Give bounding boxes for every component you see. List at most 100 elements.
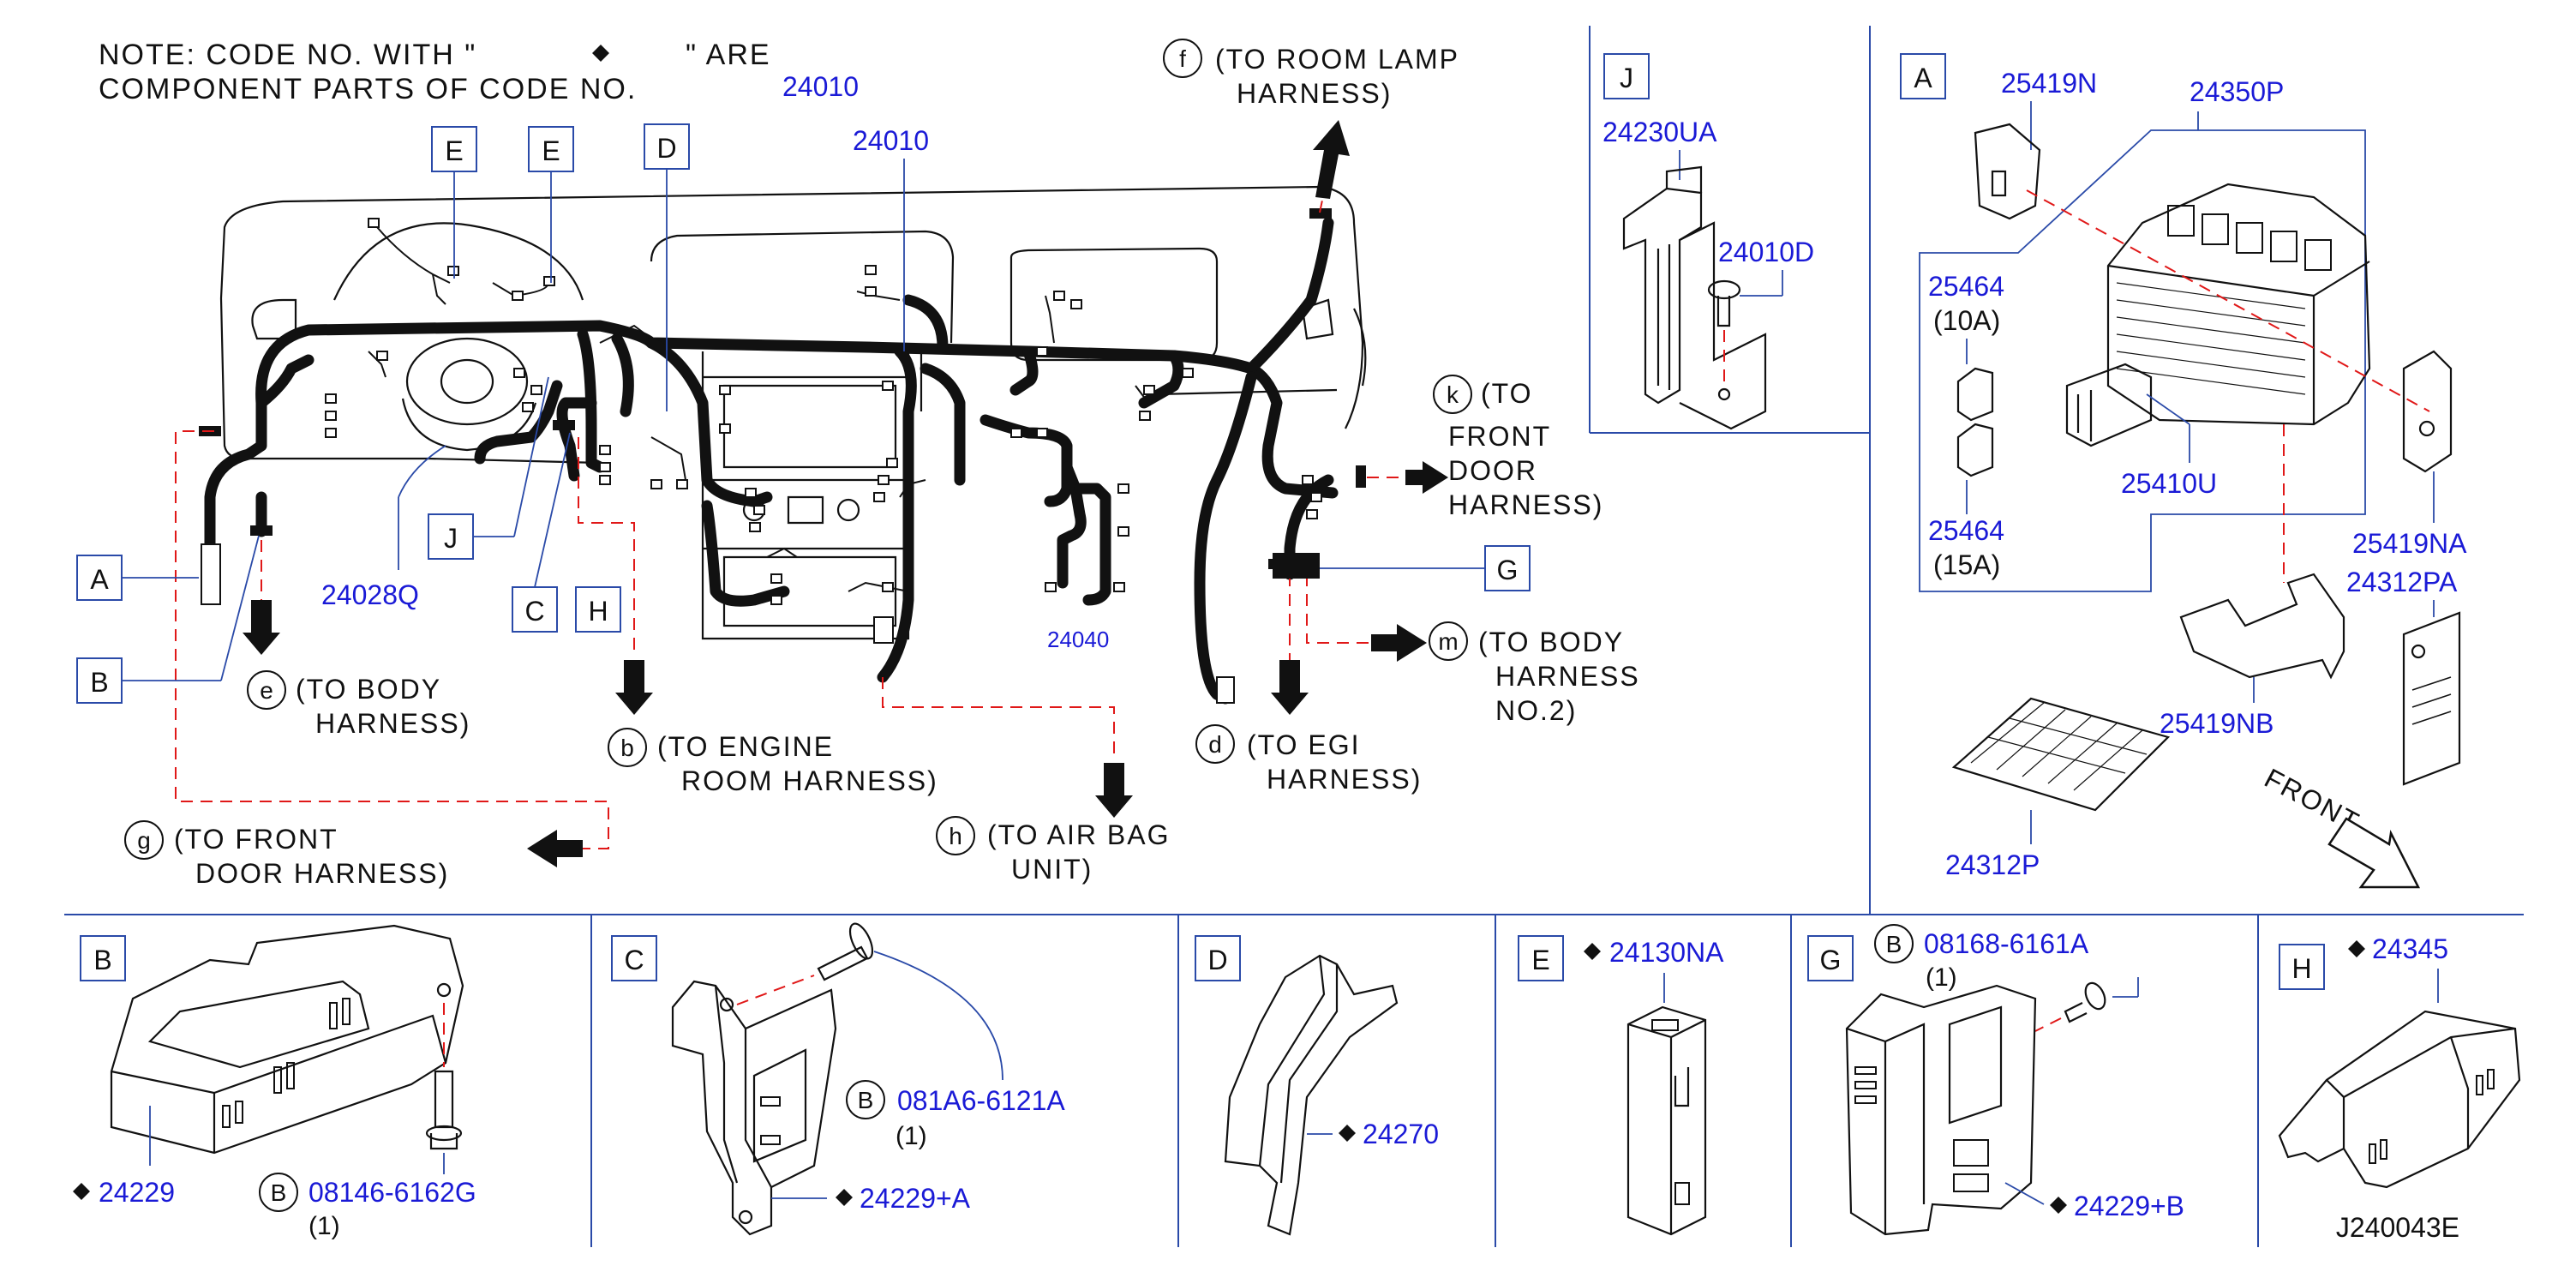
part-24229[interactable]: 24229 (99, 1177, 175, 1208)
bolt-c-qty: (1) (896, 1122, 927, 1150)
dest-g-line2: DOOR HARNESS) (195, 858, 449, 889)
dest-f-line1: (TO ROOM LAMP (1215, 44, 1459, 75)
note-code-no[interactable]: 24010 (782, 71, 859, 102)
part-25464-10a[interactable]: 25464 (1928, 271, 2004, 302)
harness-connectors (201, 218, 1322, 704)
part-24229b[interactable]: 24229+B (2074, 1191, 2184, 1221)
diamond-icon (73, 1183, 90, 1200)
detail-j: J 24230UA 24010D (1603, 53, 1814, 430)
dest-d-line1: (TO EGI (1247, 729, 1361, 760)
part-24229a[interactable]: 24229+A (860, 1183, 971, 1214)
callout-h: H (588, 596, 608, 627)
part-24040[interactable]: 24040 (1047, 627, 1109, 652)
dest-k-line4: HARNESS) (1448, 489, 1603, 520)
fuse-10a-rating: (10A) (1933, 305, 2000, 336)
bolt-mark-g: B (1886, 931, 1902, 957)
callout-e-left: E (445, 135, 463, 166)
part-25464-15a[interactable]: 25464 (1928, 515, 2004, 546)
main-part-numbers: 24010 24028Q 24040 (321, 125, 1109, 652)
part-081a6-6121a[interactable]: 081A6-6121A (897, 1085, 1065, 1116)
callout-boxes: A B E E D J C H G (76, 123, 1531, 704)
dest-m-line3: NO.2) (1495, 695, 1577, 726)
dest-k-line2: FRONT (1448, 421, 1551, 452)
fuse-15a-rating: (15A) (1933, 549, 2000, 580)
part-24130na[interactable]: 24130NA (1609, 937, 1724, 968)
dest-e-line2: HARNESS) (315, 708, 470, 739)
dest-d-key: d (1208, 731, 1222, 758)
arrow-to-body-harness-no2-icon (1371, 624, 1427, 662)
destination-arrows (243, 120, 1448, 867)
part-24312p[interactable]: 24312P (1945, 849, 2040, 880)
part-25419na[interactable]: 25419NA (2352, 528, 2467, 559)
dest-d-line2: HARNESS) (1267, 764, 1422, 795)
diagram-code: J240043E (2336, 1212, 2459, 1243)
diamond-icon (592, 45, 609, 62)
note-block: NOTE: CODE NO. WITH " " ARE COMPONENT PA… (99, 39, 859, 105)
part-24270[interactable]: 24270 (1363, 1119, 1439, 1149)
detail-j-label: J (1620, 63, 1633, 93)
callout-g: G (1497, 555, 1519, 585)
arrow-to-air-bag-icon (1095, 763, 1133, 818)
bolt-mark-b: B (271, 1179, 287, 1206)
detail-e: E 24130NA (1518, 935, 1724, 1236)
part-25410u[interactable]: 25410U (2121, 468, 2217, 499)
dashed-routes (175, 171, 1405, 849)
diamond-icon (1584, 943, 1601, 960)
dest-b-line1: (TO ENGINE (657, 731, 834, 762)
arrow-to-front-door-icon (1405, 461, 1448, 494)
dest-f-key: f (1179, 45, 1186, 72)
detail-h: H 24345 (2278, 933, 2521, 1189)
detail-d-label: D (1207, 945, 1227, 975)
diamond-icon (836, 1189, 853, 1206)
bolt-g-qty: (1) (1926, 963, 1957, 992)
detail-a-label: A (1914, 63, 1932, 93)
front-arrow-icon (2327, 817, 2421, 889)
dest-m-line2: HARNESS (1495, 661, 1640, 692)
detail-b: B 24229 B 08146-6162G (1) (73, 924, 476, 1240)
detail-h-label: H (2291, 953, 2311, 984)
arrow-to-body-harness-icon (243, 600, 280, 655)
part-08146-6162g[interactable]: 08146-6162G (309, 1177, 476, 1208)
detail-d: D 24270 (1195, 935, 1439, 1236)
dest-k-key: k (1447, 381, 1459, 408)
part-24010d[interactable]: 24010D (1718, 237, 1814, 267)
dest-h-line1: (TO AIR BAG (987, 819, 1170, 850)
note-line1b: " ARE (686, 39, 771, 71)
part-25419nb[interactable]: 25419NB (2160, 708, 2273, 739)
part-08168-6161a[interactable]: 08168-6161A (1924, 928, 2089, 959)
callout-j: J (444, 523, 458, 554)
arrow-to-egi-icon (1271, 660, 1309, 715)
bolt-b-qty: (1) (309, 1212, 340, 1240)
dest-g-key: g (137, 827, 151, 854)
part-24350p[interactable]: 24350P (2190, 76, 2284, 107)
dest-b-key: b (620, 735, 634, 761)
diamond-icon (2348, 940, 2365, 957)
part-24010[interactable]: 24010 (853, 125, 929, 156)
dest-m-key: m (1438, 628, 1458, 655)
dest-m-line1: (TO BODY (1478, 627, 1624, 657)
dashboard-outline (219, 185, 1367, 640)
detail-a: A 25419N 24350P 25464 (10A) (1900, 53, 2467, 889)
dest-k-line3: DOOR (1448, 455, 1537, 486)
callout-d: D (656, 133, 676, 164)
dest-g-line1: (TO FRONT (174, 824, 338, 855)
detail-e-label: E (1531, 945, 1549, 975)
note-line2: COMPONENT PARTS OF CODE NO. (99, 73, 637, 105)
part-24028q[interactable]: 24028Q (321, 579, 419, 610)
callout-a: A (90, 564, 109, 595)
dest-h-line2: UNIT) (1011, 854, 1093, 885)
dest-b-line2: ROOM HARNESS) (681, 765, 938, 796)
detail-g: G B 08168-6161A (1) 24229+B (1807, 924, 2184, 1236)
part-25419n[interactable]: 25419N (2001, 68, 2097, 99)
main-harness-wires (204, 217, 1339, 705)
section-separators (64, 26, 2524, 1247)
part-24312pa[interactable]: 24312PA (2346, 567, 2458, 597)
detail-g-label: G (1820, 945, 1842, 975)
arrow-to-room-lamp-icon (1313, 120, 1350, 199)
dest-e-key: e (260, 677, 273, 704)
part-24345[interactable]: 24345 (2372, 933, 2448, 964)
callout-b: B (90, 667, 108, 698)
part-24230ua[interactable]: 24230UA (1603, 117, 1717, 147)
